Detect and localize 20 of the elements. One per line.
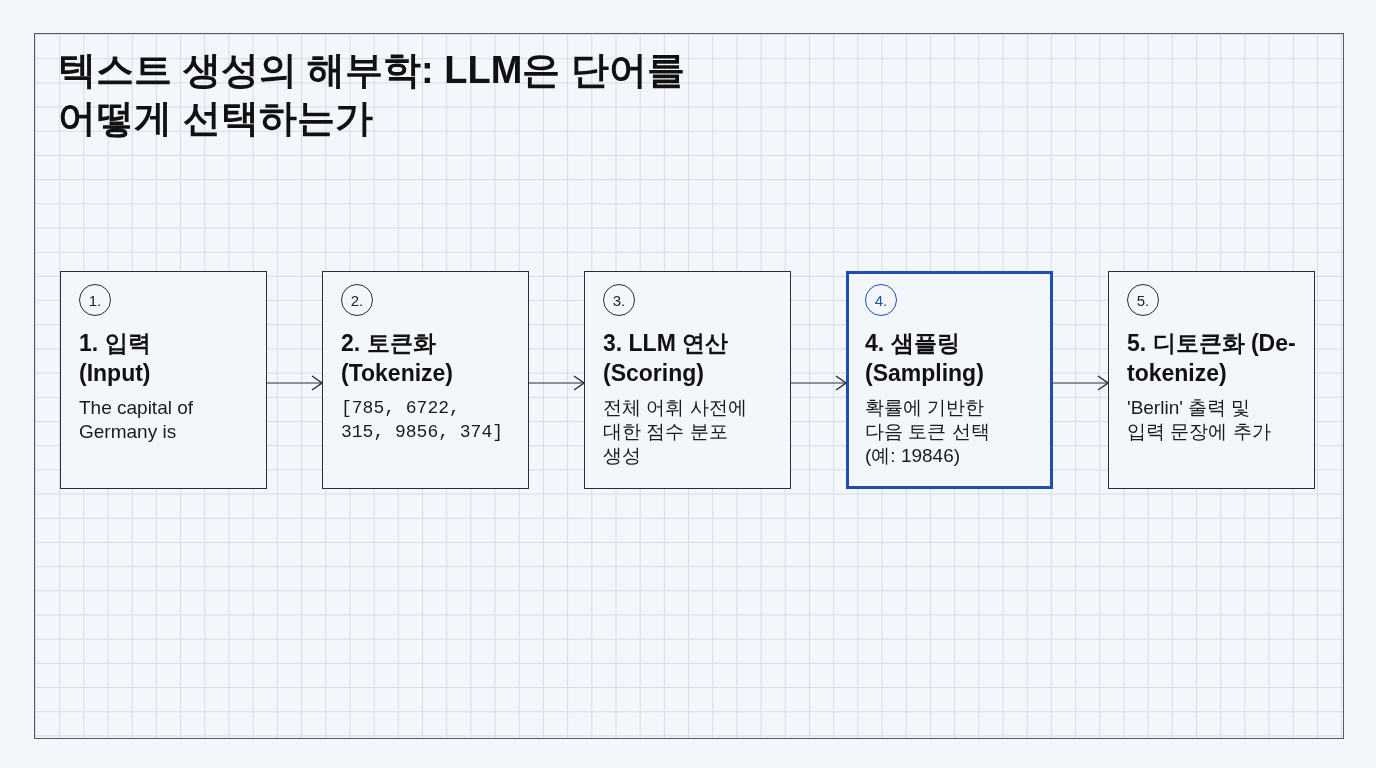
step-heading: 5. 디토큰화 (De-tokenize)	[1127, 329, 1296, 388]
step-description: 전체 어휘 사전에 대한 점수 분포 생성	[603, 396, 748, 468]
highlighted-step-box	[846, 271, 1053, 489]
arrow	[790, 375, 847, 391]
step-heading: 4. 샘플링 (Sampling)	[865, 329, 985, 388]
token-ids: [785, 6722, 315, 9856, 374]	[341, 397, 505, 444]
step-box	[322, 271, 529, 489]
arrow	[528, 375, 585, 391]
arrow	[266, 375, 323, 391]
step-heading: 3. LLM 연산 (Scoring)	[603, 329, 730, 388]
step-box	[60, 271, 267, 489]
step-description: The capital of Germany is	[79, 396, 195, 444]
step-description: 확률에 기반한 다음 토큰 선택 (예: 19846)	[865, 396, 991, 468]
step-heading: 2. 토큰화 (Tokenize)	[341, 329, 455, 388]
step-box	[1108, 271, 1315, 489]
step-description: 'Berlin' 출력 및 입력 문장에 추가	[1127, 396, 1272, 444]
step-box	[584, 271, 791, 489]
title: 텍스트 생성의 해부학: LLM은 단어를 어떻게 선택하는가	[58, 48, 686, 141]
arrow	[1052, 375, 1109, 391]
step-heading: 1. 입력 (Input)	[79, 329, 152, 388]
